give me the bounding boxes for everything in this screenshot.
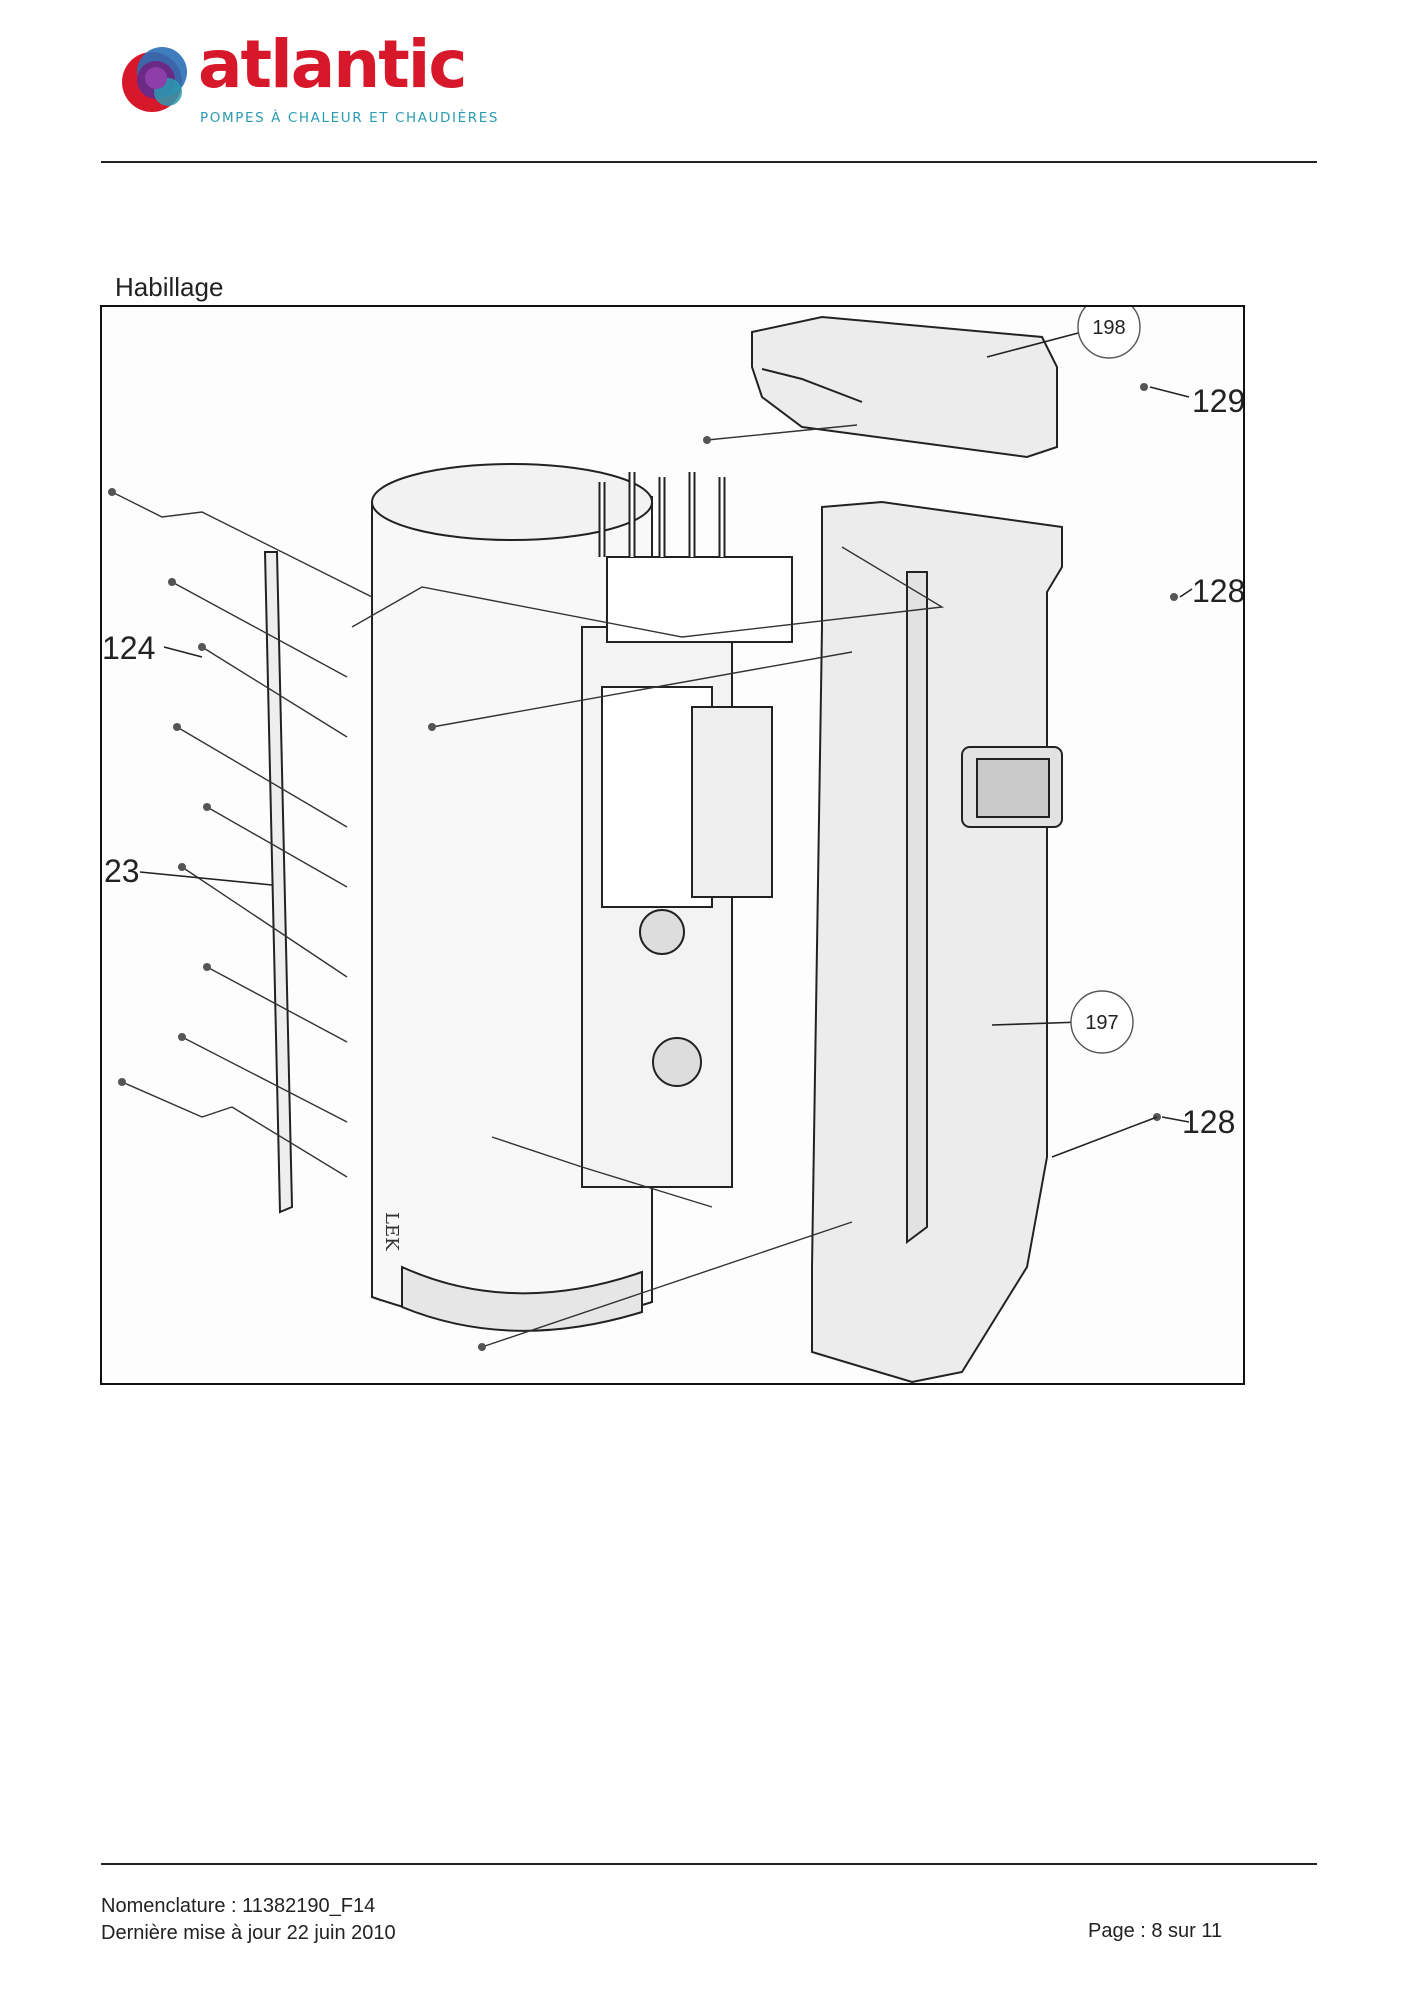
side-strip-23 (263, 551, 294, 1214)
header-divider (101, 161, 1317, 163)
nomenclature-text: Nomenclature : 11382190_F14 (101, 1895, 376, 1917)
exploded-view-diagram: 198 197 129 128 124 23 128 LEK (100, 305, 1245, 1385)
footer-divider (101, 1863, 1317, 1865)
top-cover-198 (751, 315, 1058, 459)
front-panel-197 (811, 500, 1063, 1383)
pump-upper (639, 909, 685, 955)
callout-198: 198 (1092, 317, 1125, 339)
logo-tagline: POMPES À CHALEUR ET CHAUDIÈRES (200, 110, 500, 126)
callout-bubble-198 (1077, 307, 1141, 359)
callout-bubble-197 (1070, 990, 1134, 1054)
callout-197: 197 (1085, 1012, 1118, 1034)
tank-marking: LEK (381, 1212, 402, 1251)
last-update-text: Dernière mise à jour 22 juin 2010 (101, 1922, 396, 1944)
pump-lower (652, 1037, 702, 1087)
callout-128-bottom: 128 (1182, 1104, 1235, 1140)
page-number: Page : 8 sur 11 (1088, 1920, 1223, 1942)
atlantic-logo: atlantic POMPES À CHALEUR ET CHAUDIÈRES (112, 32, 497, 130)
diagram-drawing: 198 197 129 128 124 23 128 LEK (102, 307, 1245, 1383)
callout-23: 23 (104, 853, 140, 889)
section-title: Habillage (115, 272, 224, 302)
footer-info: Nomenclature : 11382190_F14 Dernière mis… (101, 1893, 396, 1947)
callout-129: 129 (1192, 383, 1245, 419)
callout-124: 124 (102, 630, 155, 666)
logo-mark-icon (122, 47, 187, 112)
logo-wordmark: atlantic (198, 26, 468, 103)
callout-128-top: 128 (1192, 573, 1245, 609)
